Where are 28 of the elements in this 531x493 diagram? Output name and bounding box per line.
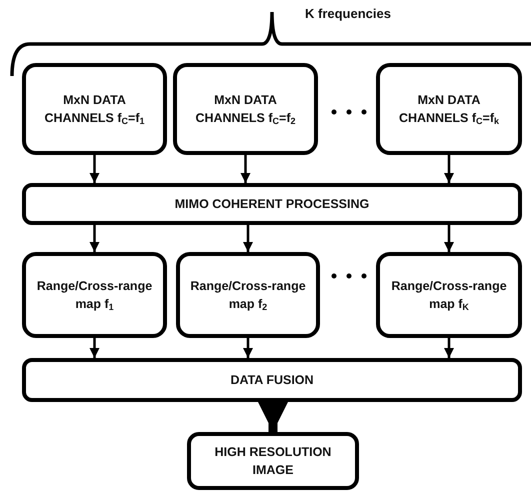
process-box bbox=[22, 63, 167, 155]
box-label: Range/Cross-range map f$_{1}$ bbox=[36, 278, 154, 314]
arrow bbox=[444, 155, 454, 183]
process-box bbox=[22, 358, 522, 402]
box-label: MxN DATA CHANNELS f$_{C}$=f$_{1}$ bbox=[43, 92, 146, 128]
process-box bbox=[173, 63, 318, 155]
box-label: MxN DATA CHANNELS f$_{C}$=f$_{2}$ bbox=[194, 92, 297, 128]
arrow bbox=[243, 338, 253, 358]
box-label: MIMO COHERENT PROCESSING bbox=[174, 196, 370, 213]
box-label: DATA FUSION bbox=[230, 372, 314, 389]
process-box bbox=[376, 63, 522, 155]
process-box bbox=[176, 252, 320, 338]
arrow bbox=[444, 338, 454, 358]
box-label: HIGH RESOLUTION IMAGE bbox=[214, 444, 332, 479]
box-label: Range/Cross-range map f$_{2}$ bbox=[189, 278, 307, 314]
arrow bbox=[240, 155, 250, 183]
arrow bbox=[444, 225, 454, 252]
arrow bbox=[243, 225, 253, 252]
process-box bbox=[22, 252, 167, 338]
arrow bbox=[90, 155, 100, 183]
bracket-label: K frequencies bbox=[305, 6, 391, 21]
process-box bbox=[187, 432, 359, 490]
process-box bbox=[22, 183, 522, 225]
arrow bbox=[90, 225, 100, 252]
arrow bbox=[90, 338, 100, 358]
process-box bbox=[376, 252, 522, 338]
box-label: MxN DATA CHANNELS f$_{C}$=f$_{k}$ bbox=[398, 92, 500, 128]
box-label: Range/Cross-range map f$_{K}$ bbox=[390, 278, 508, 314]
